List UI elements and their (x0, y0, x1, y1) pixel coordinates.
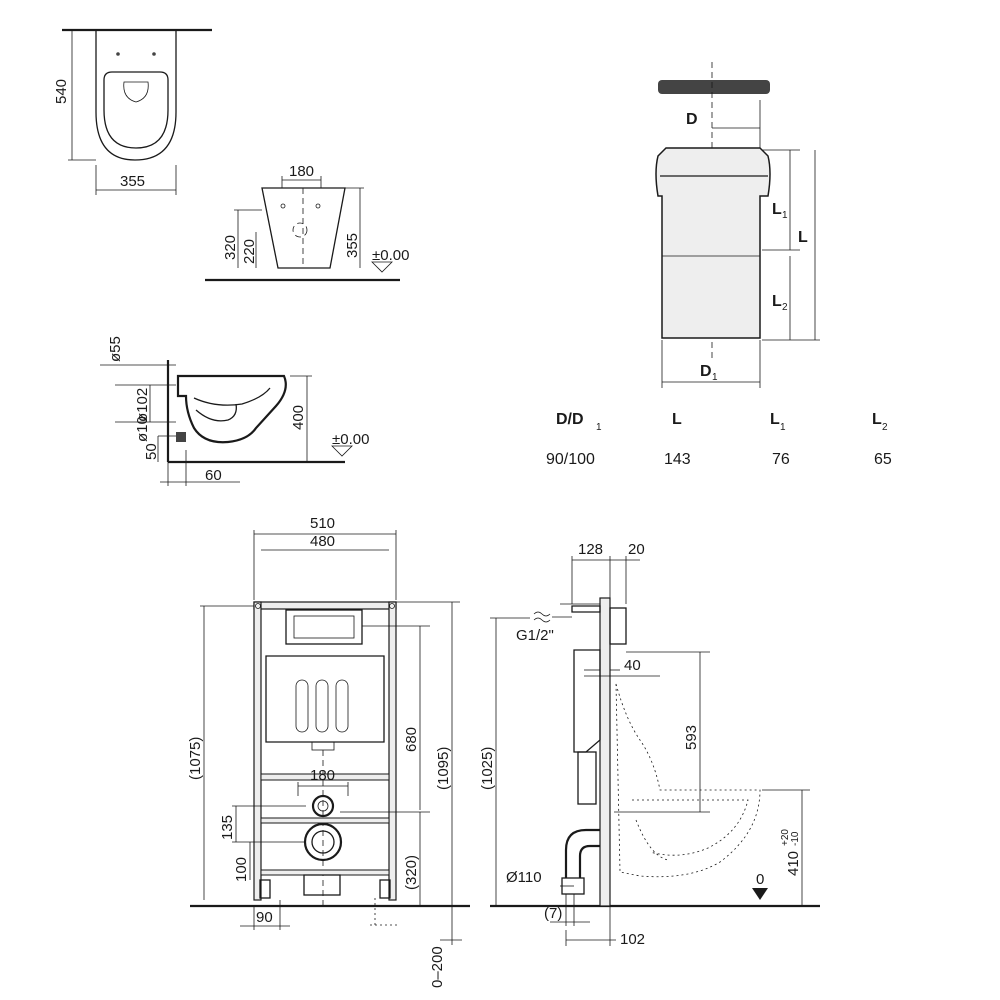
side-flush-plate (609, 607, 627, 645)
side-bottom-label: 60 (205, 467, 222, 484)
side-d7: (7) (544, 905, 562, 922)
frame-adj: 0–200 (429, 946, 446, 988)
fix-hole-left (116, 52, 120, 56)
side-d40: 40 (624, 657, 641, 674)
front-view: 180 320 220 355 ±0.00 (205, 163, 409, 282)
front-level-label: ±0.00 (372, 247, 409, 264)
pipe-d-label: D (686, 111, 698, 128)
frame-h100: 100 (233, 857, 250, 882)
zero-marker (752, 888, 768, 900)
frame-h135: 135 (219, 815, 236, 840)
frame-side: 128 20 G1/2" 40 (1025) 593 410 +20 -10 0… (479, 541, 820, 948)
side-outlet (176, 432, 186, 442)
side-zero: 0 (756, 871, 764, 888)
bowl-front-outline (261, 187, 346, 269)
frame-w510: 510 (310, 515, 335, 532)
side-d20: 20 (628, 541, 645, 558)
side-d110: Ø110 (506, 869, 542, 886)
side-cistern (573, 649, 601, 753)
table-header-l1: L (770, 411, 780, 428)
side-d102-label: ø102 (134, 388, 151, 422)
pipe-l-label: L (798, 229, 808, 246)
side-h593: 593 (683, 725, 700, 750)
level-marker (371, 261, 393, 273)
pipe-gasket (658, 80, 770, 94)
pipe-l2-label: L (772, 293, 782, 310)
side-d128: 128 (578, 541, 603, 558)
svg-text:2: 2 (782, 302, 788, 313)
table-value-dd1: 90/100 (546, 451, 595, 468)
svg-text:2: 2 (882, 422, 888, 433)
side-thread: G1/2" (516, 627, 554, 644)
frame-w480: 480 (310, 533, 335, 550)
bowl-rim (103, 71, 169, 149)
frame-w180: 180 (310, 767, 335, 784)
table-value-l: 143 (664, 451, 691, 468)
front-height-inner: 220 (241, 239, 258, 264)
pipe-d1-label: D (700, 363, 712, 380)
side-d50-label: 50 (143, 443, 160, 460)
side-tol-minus: -10 (790, 831, 801, 846)
side-drain-bend (564, 828, 600, 878)
side-bowl-outline (176, 374, 287, 444)
frame-h1095: (1095) (435, 747, 452, 790)
svg-text:1: 1 (782, 210, 788, 221)
front-height-right: 355 (344, 233, 361, 258)
side-h410: 410 (785, 851, 802, 876)
side-d10-label: ø10 (134, 416, 151, 442)
frame-h680: 680 (403, 727, 420, 752)
pipe-l1-label: L (772, 201, 782, 218)
frame-right-post (388, 601, 397, 901)
side-h1025: (1025) (479, 747, 496, 790)
bowl-outline (95, 30, 177, 161)
side-d102: 102 (620, 931, 645, 948)
water-inlet (311, 794, 335, 818)
frame-h320: (320) (403, 855, 420, 890)
plan-height-label: 540 (53, 79, 70, 104)
table-header-l: L (672, 411, 682, 428)
frame-top-bar (253, 601, 397, 610)
svg-text:1: 1 (780, 422, 786, 433)
side-d55-label: ø55 (107, 336, 124, 362)
svg-text:1: 1 (712, 372, 718, 383)
side-frame-post (599, 597, 611, 907)
side-level-label: ±0.00 (332, 431, 369, 448)
side-height-label: 400 (290, 405, 307, 430)
frame-left-post (253, 601, 262, 901)
table-value-l2: 65 (874, 451, 892, 468)
plan-view: 540 355 (53, 28, 212, 195)
frame-front: 510 480 (1075) 680 (1095) (320) 180 135 … (187, 515, 470, 988)
bowl-opening (123, 81, 149, 103)
frame-h1075: (1075) (187, 737, 204, 780)
table-header-dd1: D/D (556, 411, 584, 428)
side-bowl-dotted (615, 683, 761, 878)
pipe-body (655, 147, 771, 339)
svg-text:1: 1 (596, 422, 602, 433)
front-height-outer: 320 (222, 235, 239, 260)
fix-hole-right (152, 52, 156, 56)
pipe-table: D/D 1 L L 1 L 2 90/100 143 76 65 (546, 411, 892, 468)
plan-width-label: 355 (120, 173, 145, 190)
cistern (265, 655, 385, 743)
front-width-label: 180 (289, 163, 314, 180)
side-view: ø55 ø102 ø10 50 400 ±0.00 60 (100, 336, 369, 486)
table-header-l2: L (872, 411, 882, 428)
frame-w90: 90 (256, 909, 273, 926)
pipe-detail: D L 1 L L 2 D 1 (655, 62, 820, 388)
table-value-l1: 76 (772, 451, 790, 468)
flush-plate-opening (285, 609, 363, 645)
side-tol-plus: +20 (780, 829, 791, 846)
